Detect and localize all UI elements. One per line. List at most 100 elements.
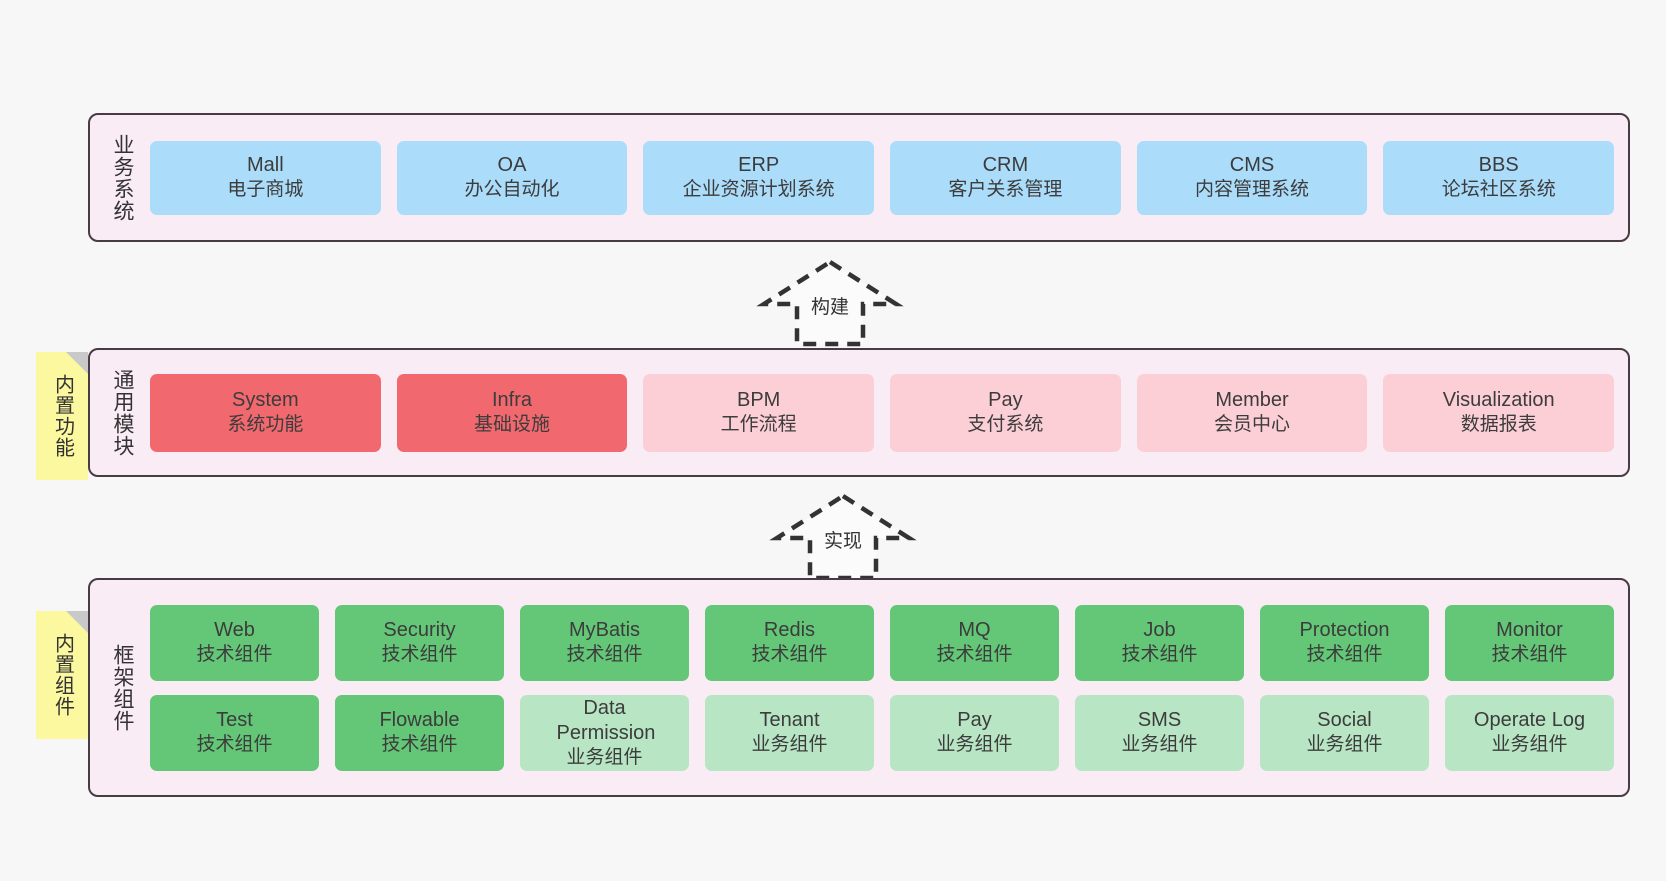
box-operate-log-cn: 业务组件 [1491, 734, 1568, 756]
box-monitor-cn: 技术组件 [1491, 644, 1568, 666]
row-business-systems: Mall 电子商城 OA 办公自动化 ERP 企业资源计划系统 CRM 客户关系… [150, 140, 1615, 215]
box-mq-cn: 技术组件 [936, 644, 1013, 666]
box-protection[interactable]: Protection 技术组件 [1260, 604, 1429, 681]
arrow-implement: 实现 [768, 492, 918, 582]
box-crm-en: CRM [982, 154, 1029, 177]
box-tenant-en: Tenant [759, 709, 820, 732]
box-security[interactable]: Security 技术组件 [335, 604, 504, 681]
box-web[interactable]: Web 技术组件 [150, 604, 319, 681]
box-mybatis[interactable]: MyBatis 技术组件 [520, 604, 689, 681]
box-test-cn: 技术组件 [196, 734, 273, 756]
box-mybatis-en: MyBatis [568, 619, 641, 642]
box-security-en: Security [383, 619, 456, 642]
box-data-permission[interactable]: Data Permission 业务组件 [520, 694, 689, 771]
box-member-cn: 会员中心 [1214, 414, 1291, 436]
arrow-build-label: 构建 [810, 297, 849, 318]
box-data-permission-en: Data Permission [556, 696, 656, 744]
box-mall-en: Mall [247, 154, 284, 177]
layer-title-modules: 通用模块 [110, 368, 134, 457]
box-test[interactable]: Test 技术组件 [150, 694, 319, 771]
box-tenant[interactable]: Tenant 业务组件 [705, 694, 874, 771]
box-visualization-cn: 数据报表 [1460, 414, 1537, 436]
box-tenant-cn: 业务组件 [751, 734, 828, 756]
box-visualization[interactable]: Visualization 数据报表 [1383, 373, 1615, 452]
box-pay-component-cn: 业务组件 [936, 734, 1013, 756]
box-erp-en: ERP [738, 154, 780, 177]
row-common-modules: System 系统功能 Infra 基础设施 BPM 工作流程 Pay 支付系统… [150, 373, 1615, 452]
arrow-implement-label: 实现 [823, 531, 862, 552]
box-mall-cn: 电子商城 [227, 179, 304, 201]
box-oa[interactable]: OA 办公自动化 [396, 140, 628, 215]
box-oa-en: OA [497, 154, 527, 177]
box-social-cn: 业务组件 [1306, 734, 1383, 756]
sticky-note-builtin-features-text: 内置功能 [51, 374, 74, 458]
box-sms[interactable]: SMS 业务组件 [1075, 694, 1244, 771]
box-mq[interactable]: MQ 技术组件 [890, 604, 1059, 681]
box-bbs-cn: 论坛社区系统 [1441, 179, 1556, 201]
box-crm-cn: 客户关系管理 [948, 179, 1063, 201]
box-system-en: System [231, 389, 299, 412]
box-bpm-en: BPM [737, 389, 781, 412]
box-web-cn: 技术组件 [196, 644, 273, 666]
box-pay-component[interactable]: Pay 业务组件 [890, 694, 1059, 771]
box-monitor[interactable]: Monitor 技术组件 [1445, 604, 1614, 681]
box-flowable-en: Flowable [379, 709, 460, 732]
box-crm[interactable]: CRM 客户关系管理 [890, 140, 1121, 215]
box-cms-en: CMS [1229, 154, 1275, 177]
arrow-build-shape [756, 259, 904, 347]
box-cms-cn: 内容管理系统 [1195, 179, 1310, 201]
box-member-en: Member [1215, 389, 1289, 412]
box-oa-cn: 办公自动化 [464, 179, 560, 201]
box-operate-log[interactable]: Operate Log 业务组件 [1445, 694, 1614, 771]
note-fold-corner-icon [66, 352, 88, 374]
box-job-en: Job [1143, 619, 1176, 642]
box-bpm-cn: 工作流程 [720, 414, 797, 436]
box-infra-cn: 基础设施 [474, 414, 551, 436]
layer-body-modules: System 系统功能 Infra 基础设施 BPM 工作流程 Pay 支付系统… [144, 373, 1628, 452]
box-flowable-cn: 技术组件 [381, 734, 458, 756]
box-social[interactable]: Social 业务组件 [1260, 694, 1429, 771]
box-redis-en: Redis [763, 619, 816, 642]
box-pay-module[interactable]: Pay 支付系统 [890, 373, 1121, 452]
box-erp[interactable]: ERP 企业资源计划系统 [643, 140, 875, 215]
box-operate-log-en: Operate Log [1473, 709, 1586, 732]
layer-business-systems: 业务系统 Mall 电子商城 OA 办公自动化 ERP 企业资源计划系统 CRM… [88, 113, 1630, 242]
box-system[interactable]: System 系统功能 [150, 373, 381, 452]
box-redis-cn: 技术组件 [751, 644, 828, 666]
row-business-components: Test 技术组件 Flowable 技术组件 Data Permission … [150, 694, 1614, 771]
box-mall[interactable]: Mall 电子商城 [150, 140, 381, 215]
row-technical-components: Web 技术组件 Security 技术组件 MyBatis 技术组件 Redi… [150, 604, 1614, 681]
box-pay-module-cn: 支付系统 [967, 414, 1044, 436]
box-mq-en: MQ [958, 619, 991, 642]
box-infra[interactable]: Infra 基础设施 [396, 373, 628, 452]
box-bpm[interactable]: BPM 工作流程 [643, 373, 875, 452]
arrow-build: 构建 [755, 258, 905, 348]
sticky-note-builtin-components-text: 内置组件 [51, 633, 74, 717]
box-system-cn: 系统功能 [227, 414, 304, 436]
layer-body-framework: Web 技术组件 Security 技术组件 MyBatis 技术组件 Redi… [144, 604, 1628, 771]
box-data-permission-cn: 业务组件 [566, 746, 643, 768]
box-bbs-en: BBS [1478, 154, 1519, 177]
note-fold-corner-icon-2 [66, 611, 88, 633]
box-bbs[interactable]: BBS 论坛社区系统 [1383, 140, 1615, 215]
box-security-cn: 技术组件 [381, 644, 458, 666]
box-cms[interactable]: CMS 内容管理系统 [1136, 140, 1368, 215]
box-redis[interactable]: Redis 技术组件 [705, 604, 874, 681]
box-web-en: Web [214, 619, 255, 642]
sticky-note-builtin-components: 内置组件 [36, 611, 88, 739]
box-test-en: Test [216, 709, 253, 732]
box-infra-en: Infra [491, 389, 533, 412]
box-social-en: Social [1317, 709, 1372, 732]
layer-common-modules: 通用模块 System 系统功能 Infra 基础设施 BPM 工作流程 Pay… [88, 348, 1630, 477]
box-protection-cn: 技术组件 [1306, 644, 1383, 666]
layer-body-business: Mall 电子商城 OA 办公自动化 ERP 企业资源计划系统 CRM 客户关系… [144, 140, 1628, 215]
box-member[interactable]: Member 会员中心 [1136, 373, 1368, 452]
box-flowable[interactable]: Flowable 技术组件 [335, 694, 504, 771]
box-pay-module-en: Pay [988, 389, 1023, 412]
layer-title-framework: 框架组件 [110, 643, 134, 732]
box-job[interactable]: Job 技术组件 [1075, 604, 1244, 681]
sticky-note-builtin-features: 内置功能 [36, 352, 88, 480]
box-sms-en: SMS [1137, 709, 1182, 732]
layer-framework-components: 框架组件 Web 技术组件 Security 技术组件 MyBatis 技术组件… [88, 578, 1630, 797]
